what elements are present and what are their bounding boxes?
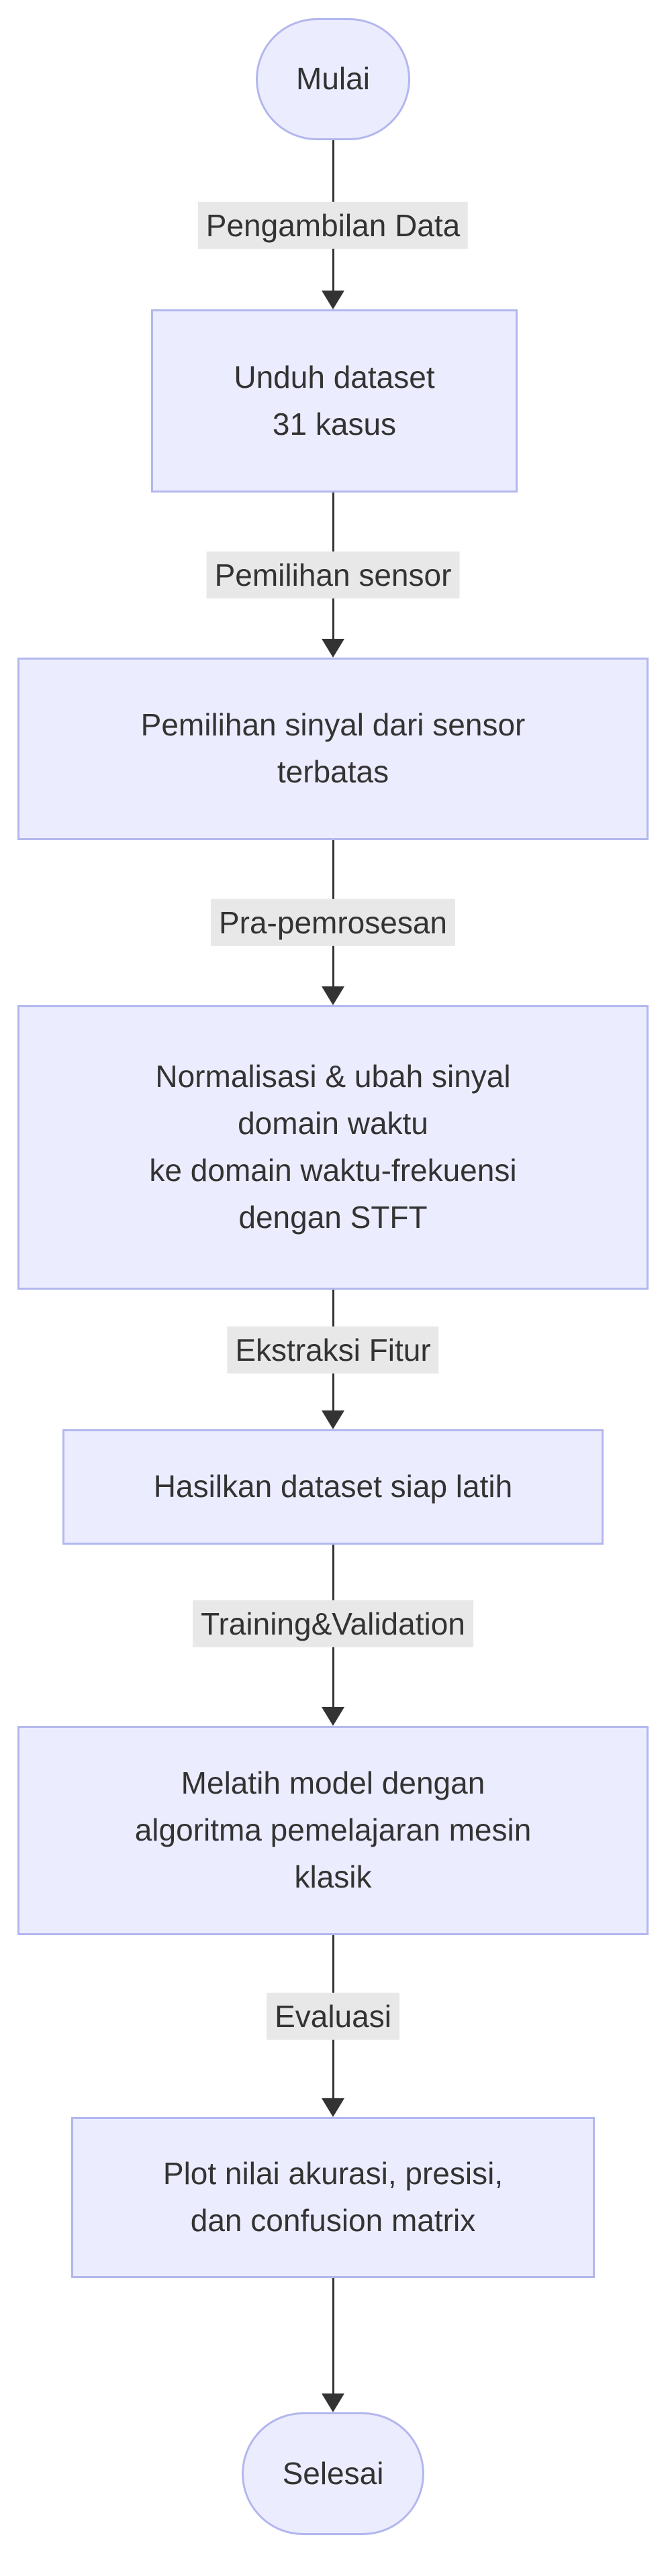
flow-node-start-label: Mulai bbox=[296, 61, 370, 97]
flow-step-label: Plot nilai akurasi, presisi, dan confusi… bbox=[162, 2156, 504, 2238]
flow-step-label: Unduh dataset 31 kasus bbox=[234, 359, 435, 442]
flow-step-label: Melatih model dengan algoritma pemelajar… bbox=[134, 1765, 532, 1894]
flow-node-end-label: Selesai bbox=[282, 2455, 384, 2491]
arrowhead-down-icon bbox=[322, 639, 344, 658]
flow-step-melatih-model: Melatih model dengan algoritma pemelajar… bbox=[17, 1726, 649, 1935]
connector-7 bbox=[0, 2278, 666, 2412]
flow-step-hasilkan-dataset: Hasilkan dataset siap latih bbox=[62, 1429, 604, 1545]
edge-label-pengambilan-data: Pengambilan Data bbox=[197, 201, 469, 250]
edge-label-pra-pemrosesan: Pra-pemrosesan bbox=[210, 898, 456, 947]
flow-step-plot-hasil: Plot nilai akurasi, presisi, dan confusi… bbox=[71, 2117, 595, 2278]
edge-label-ekstraksi-fitur: Ekstraksi Fitur bbox=[227, 1326, 439, 1374]
arrowhead-down-icon bbox=[322, 2098, 344, 2117]
flow-step-normalisasi-stft: Normalisasi & ubah sinyal domain waktu k… bbox=[17, 1005, 649, 1290]
edge-label-training-validation: Training&Validation bbox=[193, 1600, 473, 1648]
edge-line bbox=[332, 2278, 334, 2395]
arrowhead-down-icon bbox=[322, 291, 344, 309]
flow-step-label: Pemilihan sinyal dari sensor terbatas bbox=[140, 707, 526, 789]
flow-step-label: Normalisasi & ubah sinyal domain waktu k… bbox=[149, 1059, 517, 1235]
arrowhead-down-icon bbox=[322, 1707, 344, 1726]
flow-node-start: Mulai bbox=[256, 18, 410, 140]
edge-label-evaluasi: Evaluasi bbox=[267, 1992, 399, 2041]
edge-label-pemilihan-sensor: Pemilihan sensor bbox=[206, 551, 460, 599]
arrowhead-down-icon bbox=[322, 986, 344, 1005]
flow-step-unduh-dataset: Unduh dataset 31 kasus bbox=[151, 309, 518, 493]
flow-step-label: Hasilkan dataset siap latih bbox=[153, 1469, 513, 1504]
arrowhead-down-icon bbox=[322, 1410, 344, 1429]
flow-step-pemilihan-sinyal: Pemilihan sinyal dari sensor terbatas bbox=[17, 658, 649, 840]
flow-node-end: Selesai bbox=[242, 2412, 424, 2535]
arrowhead-down-icon bbox=[322, 2393, 344, 2412]
